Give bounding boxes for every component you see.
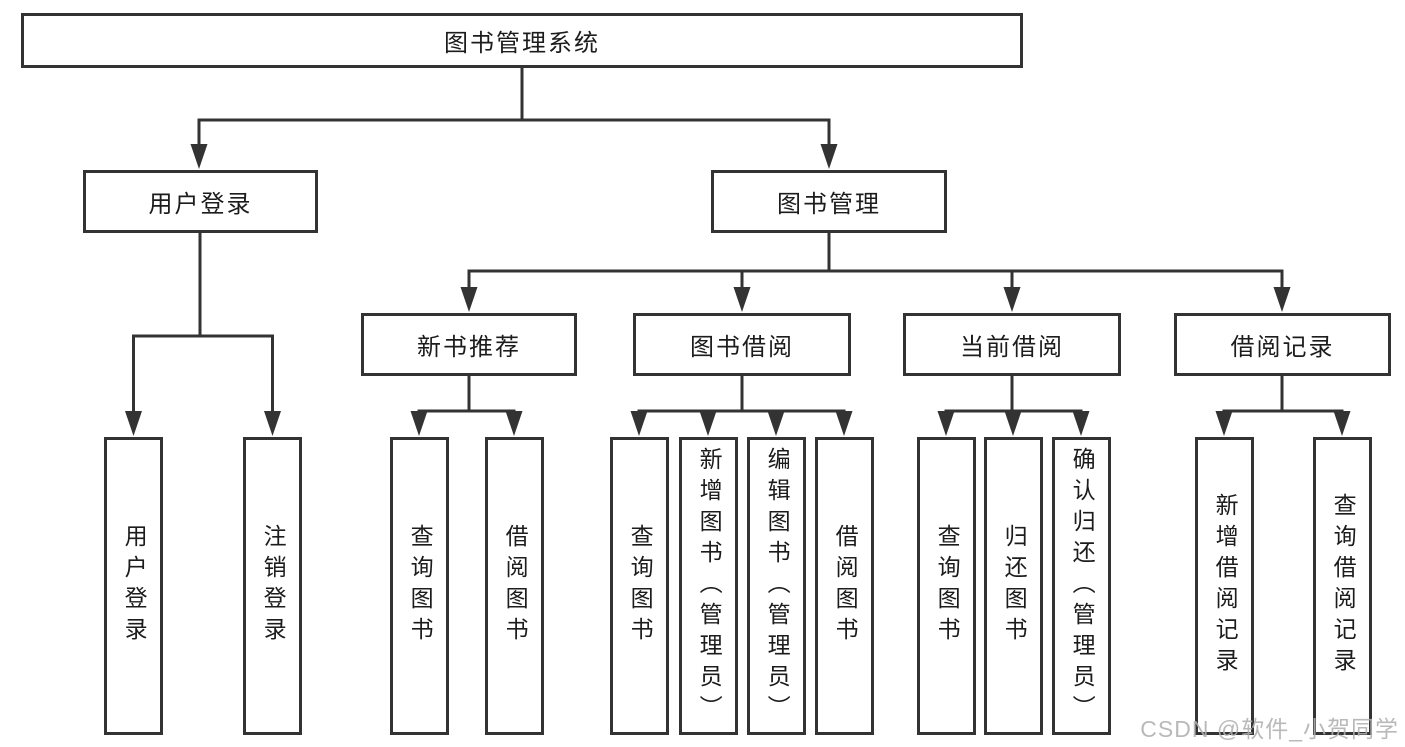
node-current-borrowing: 当前借阅 [903, 313, 1121, 376]
leaf-label: 注销登录 [260, 524, 287, 648]
node-label: 图书管理系统 [444, 30, 600, 57]
leaf-label: 归还图书 [1001, 524, 1028, 648]
connector-book-borrowing-to-leaves [630, 374, 853, 436]
leaf-query-books-borrowing: 查询图书 [610, 437, 669, 735]
connector-current-borrowing-to-leaves [937, 374, 1090, 436]
leaf-label: 编辑图书（管理员） [764, 446, 791, 726]
node-label: 用户登录 [148, 191, 253, 218]
leaf-label: 查询借阅记录 [1330, 493, 1357, 679]
node-label: 新书推荐 [417, 334, 521, 361]
leaf-query-books-recommend: 查询图书 [390, 437, 449, 735]
leaf-logout: 注销登录 [243, 437, 302, 735]
node-new-book-recommend: 新书推荐 [361, 313, 577, 376]
leaf-label: 用户登录 [121, 524, 148, 648]
connector-user-login-to-leaves [125, 231, 281, 436]
connector-root-to-level2 [190, 66, 838, 169]
leaf-label: 借阅图书 [502, 524, 529, 648]
leaf-label: 查询图书 [934, 524, 961, 648]
node-label: 图书借阅 [690, 334, 794, 361]
leaf-label: 借阅图书 [832, 524, 859, 648]
leaf-add-borrow-record: 新增借阅记录 [1195, 437, 1254, 735]
leaf-add-books-admin: 新增图书（管理员） [679, 437, 738, 735]
leaf-query-books-current: 查询图书 [917, 437, 976, 735]
leaf-confirm-return-admin: 确认归还（管理员） [1052, 437, 1111, 735]
leaf-return-books: 归还图书 [984, 437, 1043, 735]
connector-new-book-recommend-to-leaves [410, 374, 523, 436]
leaf-query-borrow-record: 查询借阅记录 [1313, 437, 1372, 735]
node-label: 图书管理 [777, 191, 881, 218]
node-book-borrowing: 图书借阅 [633, 313, 851, 376]
leaf-borrow-books-borrowing: 借阅图书 [815, 437, 874, 735]
connector-book-management-to-level3 [460, 231, 1291, 312]
node-borrowing-records: 借阅记录 [1174, 313, 1391, 376]
node-user-login: 用户登录 [83, 170, 318, 233]
leaf-label: 查询图书 [627, 524, 654, 648]
node-label: 借阅记录 [1230, 334, 1335, 361]
leaf-label: 新增图书（管理员） [696, 446, 723, 726]
node-library-management-system: 图书管理系统 [21, 13, 1023, 68]
leaf-label: 查询图书 [407, 524, 434, 648]
leaf-user-login: 用户登录 [104, 437, 163, 735]
node-book-management: 图书管理 [711, 170, 947, 233]
node-label: 当前借阅 [960, 334, 1064, 361]
leaf-label: 确认归还（管理员） [1069, 446, 1096, 726]
leaf-borrow-books-recommend: 借阅图书 [485, 437, 544, 735]
leaf-edit-books-admin: 编辑图书（管理员） [747, 437, 806, 735]
connector-borrowing-records-to-leaves [1215, 374, 1351, 436]
leaf-label: 新增借阅记录 [1212, 493, 1239, 679]
